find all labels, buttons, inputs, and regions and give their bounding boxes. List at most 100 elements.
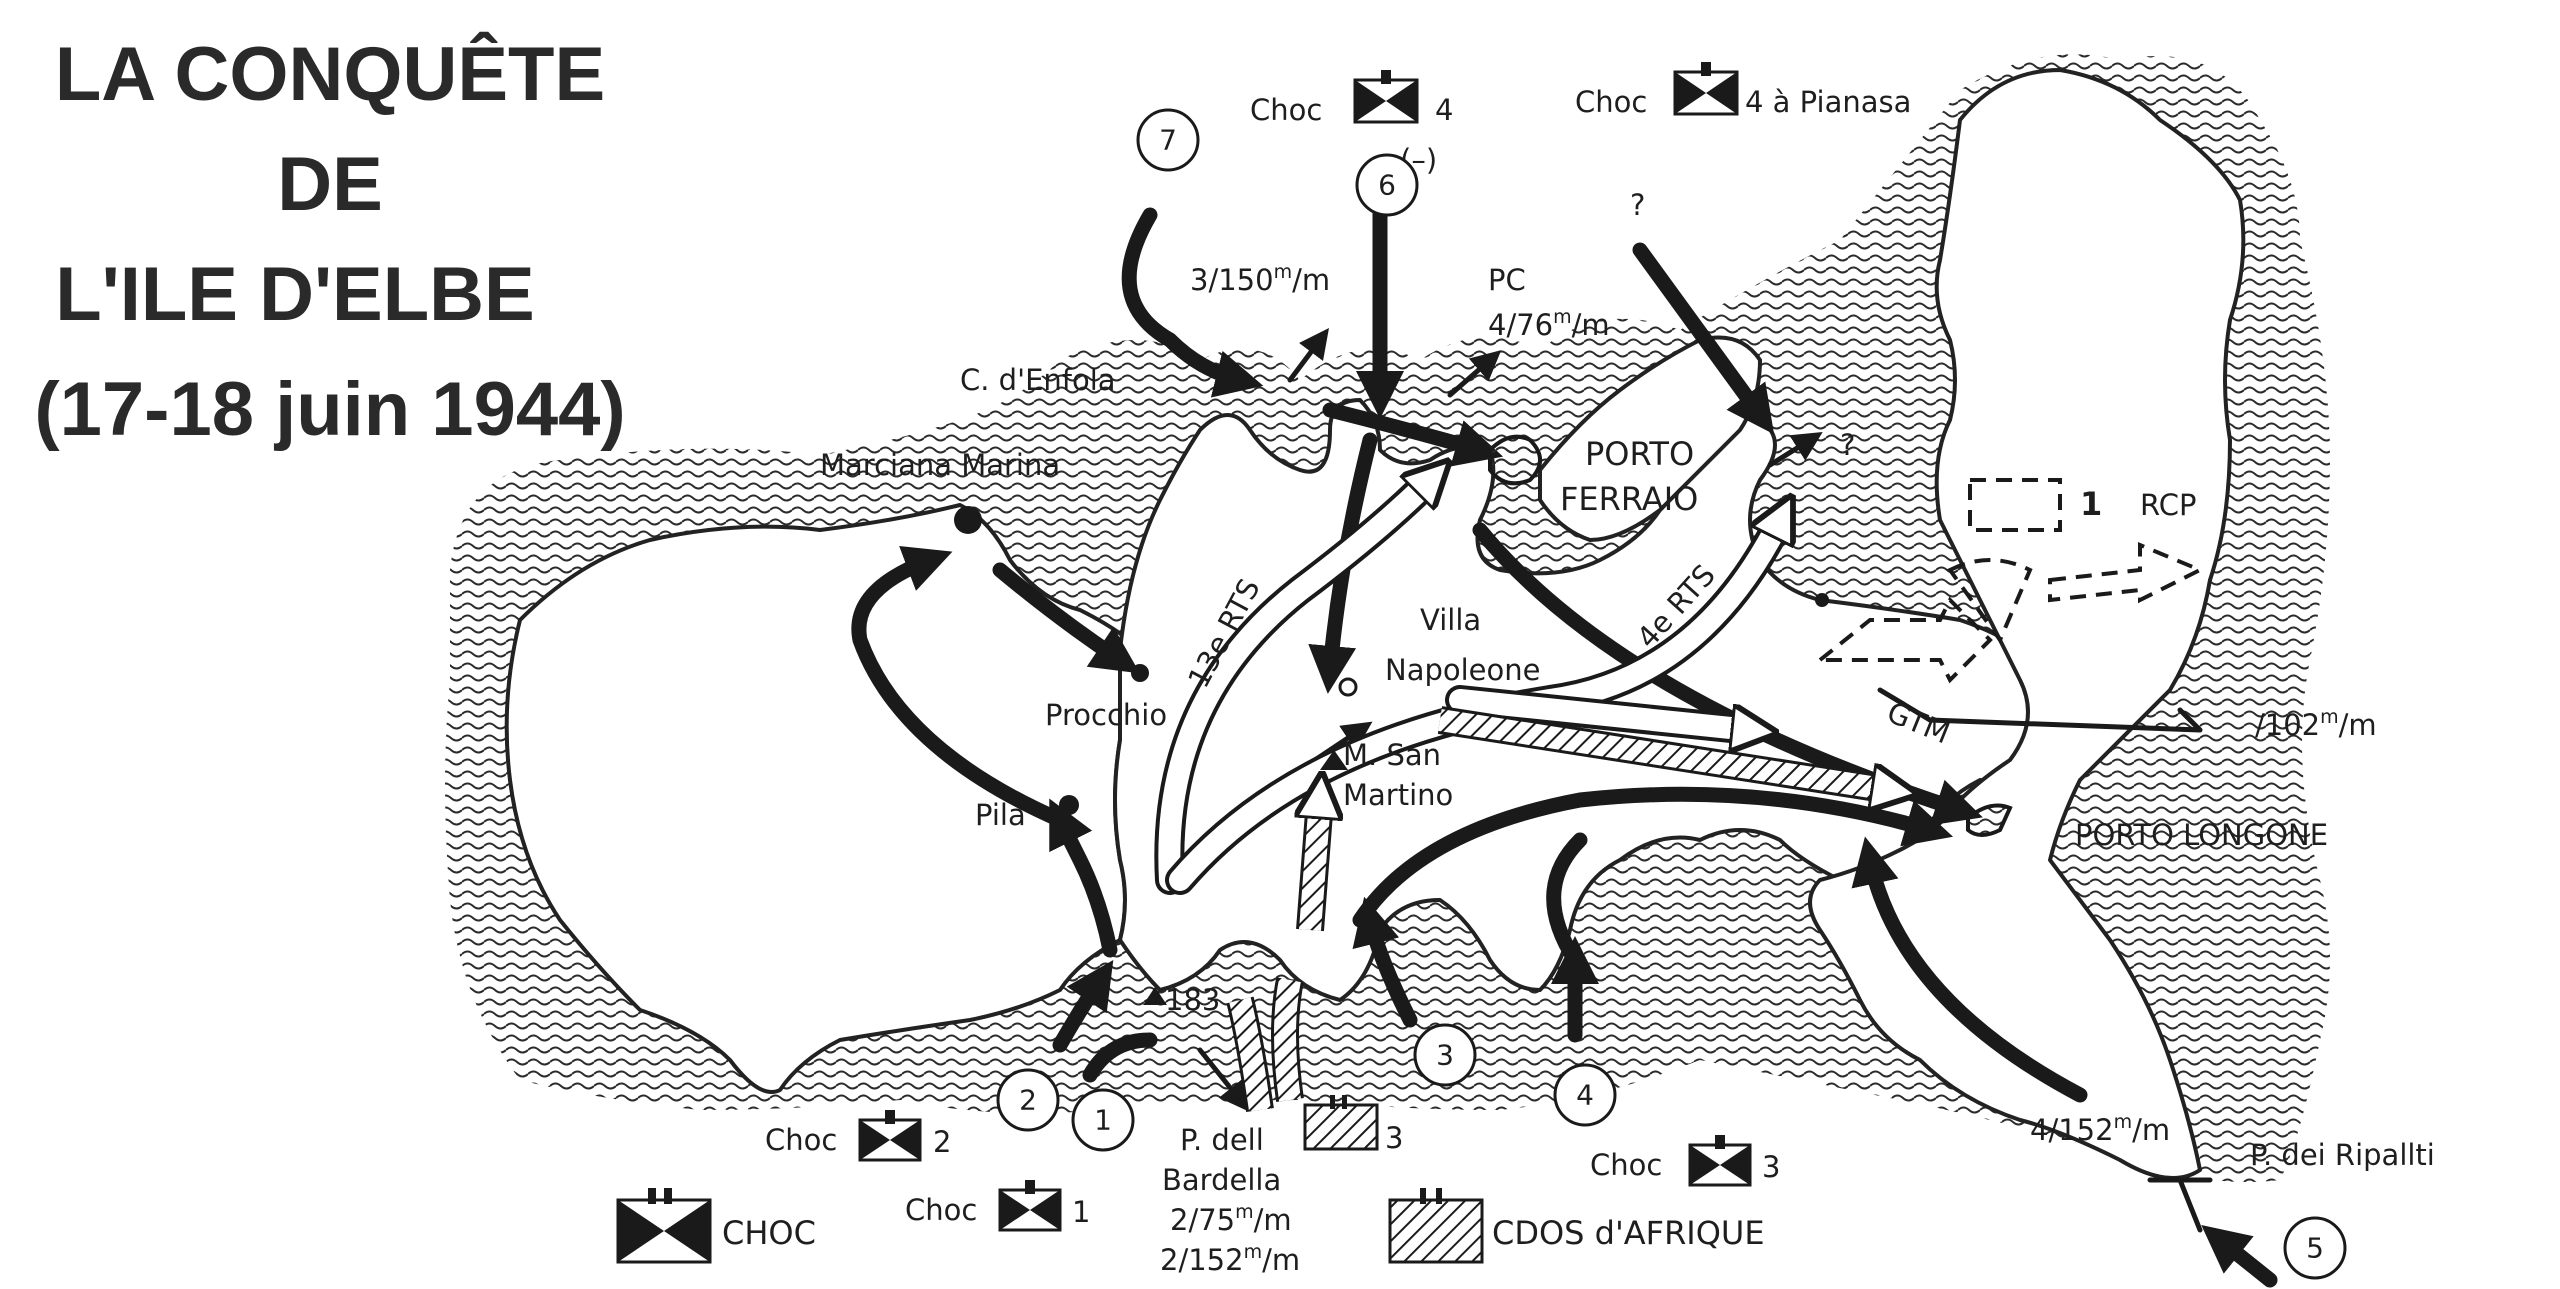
legend-choc-symbol bbox=[616, 1188, 712, 1264]
thin-arrow-102 bbox=[1877, 687, 2203, 733]
landing-5: 5 bbox=[2283, 1216, 2347, 1280]
label-choc4-pianasa: Choc bbox=[1575, 85, 1647, 119]
landing-markers: 1 2 3 4 5 6 7 bbox=[996, 108, 2347, 1280]
label-pc: PC bbox=[1488, 263, 1526, 297]
arrow-villa-east bbox=[1449, 689, 1750, 730]
arrow-from-1 bbox=[1082, 1032, 1158, 1083]
choc2-symbol bbox=[858, 1110, 922, 1162]
label-porto-longone: PORTO LONGONE bbox=[2075, 818, 2328, 852]
legend: CHOC CDOS d'AFRIQUE bbox=[616, 1188, 1765, 1264]
cdos3-symbol bbox=[1303, 1095, 1379, 1151]
hatched-arrow-bardella bbox=[1229, 997, 1271, 1112]
dashed-arrows bbox=[1814, 478, 2205, 684]
place-labels: Marciana Marina C. d'Enfola Procchio Pil… bbox=[820, 363, 2435, 1197]
legend-cdos-label: CDOS d'AFRIQUE bbox=[1492, 1214, 1765, 1252]
svg-text:5: 5 bbox=[2306, 1232, 2324, 1265]
landing-3: 3 bbox=[1413, 1023, 1477, 1087]
label-height-183: 183 bbox=[1165, 983, 1220, 1017]
label-c-enfola: C. d'Enfola bbox=[960, 363, 1116, 397]
choc4-pianasa-symbol bbox=[1673, 62, 1739, 116]
arrow-from-4-curve bbox=[1546, 832, 1588, 968]
towns bbox=[954, 434, 2013, 1005]
arrow-to-porto-longone bbox=[1352, 786, 1954, 928]
san-martino-summit bbox=[1320, 750, 1348, 770]
label-question-2: ? bbox=[1840, 428, 1855, 462]
title-line-4: (17-18 juin 1944) bbox=[34, 367, 625, 452]
thin-arrow-bardella bbox=[1197, 1047, 1250, 1112]
hatched-arrow-bardella2 bbox=[1274, 977, 1301, 1102]
thin-arrow-enfola bbox=[1287, 328, 1329, 383]
label-cdos3-n: 3 bbox=[1385, 1121, 1403, 1155]
villa-napoleone-dot bbox=[1338, 677, 1358, 697]
dashed-arrow-rcp-east bbox=[2048, 542, 2205, 604]
label-bat-4-152: 4/152m/m bbox=[2030, 1111, 2170, 1147]
label-rcp: RCP bbox=[2140, 488, 2196, 522]
label-question-1: ? bbox=[1630, 188, 1645, 222]
label-choc3-n: 3 bbox=[1762, 1150, 1780, 1184]
landing-1: 1 bbox=[1071, 1088, 1135, 1152]
label-choc2-n: 2 bbox=[933, 1125, 951, 1159]
label-m-san: M. San bbox=[1343, 738, 1441, 772]
label-napoleone: Napoleone bbox=[1385, 653, 1540, 687]
arrow-gtm-south bbox=[1851, 836, 2088, 1103]
label-choc4-top: Choc bbox=[1250, 93, 1322, 127]
svg-text:3: 3 bbox=[1436, 1039, 1454, 1072]
dashed-arrow-rcp-west bbox=[1814, 596, 1993, 684]
porto-ferraio-town bbox=[1488, 434, 1542, 486]
arrow-from-5 bbox=[2201, 1225, 2278, 1288]
label-pila: Pila bbox=[975, 798, 1026, 832]
label-choc2: Choc bbox=[765, 1123, 837, 1157]
label-bat-102: /102m/m bbox=[2255, 706, 2377, 742]
hollow-arrows bbox=[1154, 480, 1780, 895]
thin-arrows bbox=[1197, 328, 2213, 1233]
procchio-dot bbox=[1131, 664, 1149, 682]
arrow-from-7 bbox=[1121, 207, 1264, 398]
label-martino: Martino bbox=[1343, 778, 1453, 812]
thin-arrow-pc bbox=[1447, 350, 1502, 398]
arrow-to-pila bbox=[1049, 798, 1118, 958]
label-choc4-top-n: 4 bbox=[1435, 93, 1453, 127]
label-rcp-number: 1 bbox=[2080, 485, 2102, 523]
label-p-dell: P. dell bbox=[1180, 1123, 1264, 1157]
pila-dot bbox=[1059, 795, 1079, 815]
choc1-symbol bbox=[998, 1180, 1062, 1232]
svg-text:7: 7 bbox=[1159, 124, 1177, 157]
label-bat-2-75: 2/75m/m bbox=[1170, 1201, 1292, 1237]
map-title: LA CONQUÊTE DE L'ILE D'ELBE (17-18 juin … bbox=[34, 31, 625, 452]
landing-7: 7 bbox=[1136, 108, 1200, 172]
thin-arrow-question2 bbox=[1767, 432, 1823, 468]
thin-arrow-ripallti bbox=[2147, 1177, 2213, 1233]
hatched-arrow-san-martino bbox=[1310, 800, 1320, 931]
marciana-marina-dot bbox=[954, 506, 982, 534]
parachute-outline bbox=[1947, 558, 2033, 645]
legend-choc-label: CHOC bbox=[722, 1214, 816, 1252]
hatched-arrow-gtm bbox=[1438, 709, 1890, 790]
label-villa: Villa bbox=[1420, 603, 1481, 637]
label-choc3: Choc bbox=[1590, 1148, 1662, 1182]
title-line-2: DE bbox=[277, 142, 383, 227]
arrow-from-2 bbox=[1052, 960, 1114, 1053]
height-183-summit bbox=[1143, 987, 1167, 1005]
label-procchio: Procchio bbox=[1045, 698, 1167, 732]
label-bardella: Bardella bbox=[1162, 1163, 1281, 1197]
label-ferraio: FERRAIO bbox=[1560, 480, 1698, 518]
label-bat-3-150: 3/150m/m bbox=[1190, 261, 1330, 297]
landing-4: 4 bbox=[1553, 1063, 1617, 1127]
svg-text:4: 4 bbox=[1576, 1079, 1594, 1112]
label-choc1-n: 1 bbox=[1072, 1195, 1090, 1229]
hatched-arrows bbox=[1226, 706, 1890, 1112]
svg-text:6: 6 bbox=[1378, 169, 1396, 202]
arrow-marciana-procchio bbox=[992, 562, 1140, 674]
label-bat-4-76: 4/76m/m bbox=[1488, 306, 1610, 342]
label-p-dei-ripallti: P. dei Ripallti bbox=[2250, 1138, 2435, 1172]
landing-2: 2 bbox=[996, 1068, 1060, 1132]
title-line-3: L'ILE D'ELBE bbox=[55, 252, 535, 337]
label-bat-2-152: 2/152m/m bbox=[1160, 1241, 1300, 1277]
label-marciana-marina: Marciana Marina bbox=[820, 448, 1060, 482]
title-line-1: LA CONQUÊTE bbox=[55, 31, 605, 117]
label-choc1: Choc bbox=[905, 1193, 977, 1227]
legend-cdos-symbol bbox=[1388, 1188, 1484, 1264]
porto-longone-town bbox=[1966, 803, 2013, 837]
arrow-pila-marciana bbox=[851, 545, 1068, 828]
